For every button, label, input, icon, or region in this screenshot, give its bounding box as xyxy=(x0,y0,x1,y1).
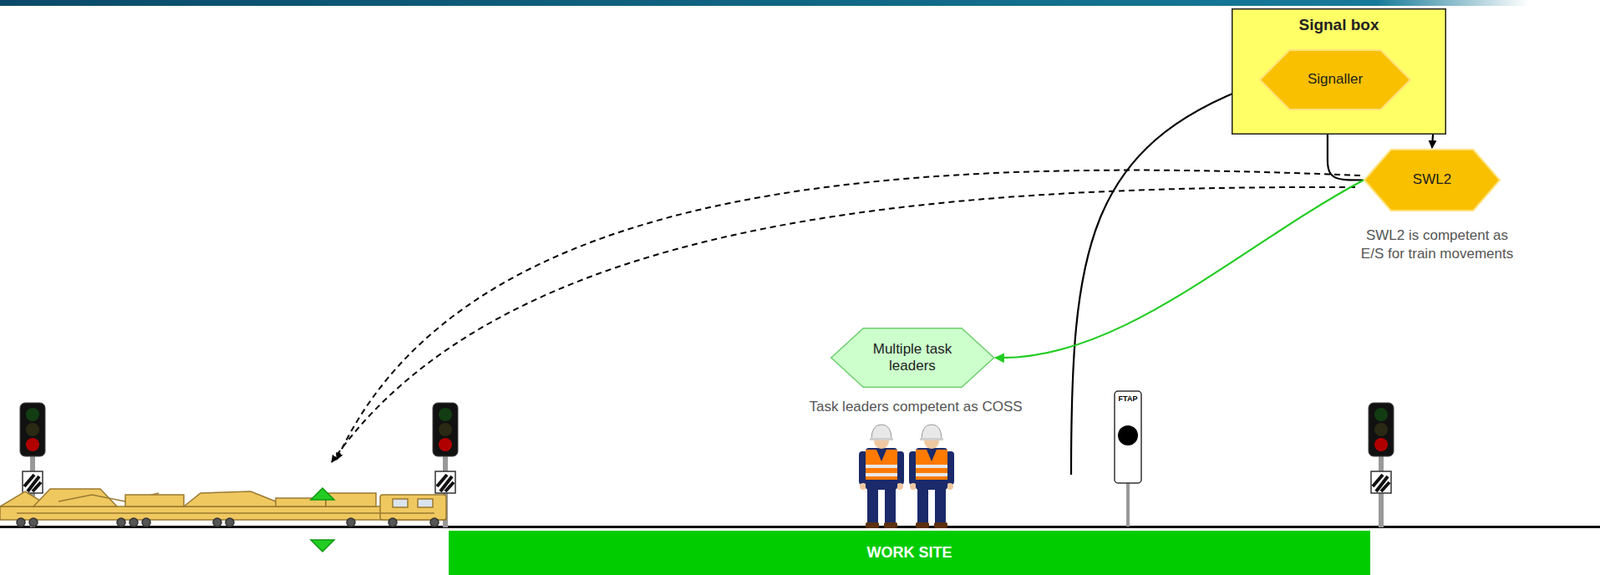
node-text: Multiple task leaders xyxy=(863,340,962,376)
competence-note: Task leaders competent as COSS xyxy=(785,397,1047,417)
track-machine xyxy=(0,487,447,552)
sign-text: FTAP xyxy=(1111,394,1145,405)
node-text: Signal box xyxy=(1298,15,1379,36)
node-shape xyxy=(448,530,1371,575)
node-shape xyxy=(831,328,995,388)
competence-note: SWL2 is competent as E/S for train movem… xyxy=(1353,226,1521,264)
work-site-band: WORK SITE xyxy=(448,530,1371,575)
signal xyxy=(1368,402,1394,528)
header-bar xyxy=(0,0,1529,6)
node-shape xyxy=(1232,9,1447,135)
dashed-arrow xyxy=(331,187,1356,463)
ftap-sign xyxy=(1114,391,1142,527)
worker xyxy=(858,424,905,529)
role-hexagon: Signaller xyxy=(1259,49,1412,111)
track-line xyxy=(0,525,1600,529)
node-text: Signaller xyxy=(1307,71,1363,88)
role-hexagon: Multiple task leaders xyxy=(830,327,995,388)
connector-arrow xyxy=(995,180,1364,359)
node-text: SWL2 xyxy=(1412,171,1452,188)
worker xyxy=(909,424,955,529)
dashed-arrow xyxy=(336,170,1361,460)
signal-box: Signal boxSignaller xyxy=(1231,8,1447,135)
request-arrow xyxy=(1071,84,1256,475)
node-shape xyxy=(1259,50,1411,110)
node-text: WORK SITE xyxy=(867,543,953,563)
role-hexagon: SWL2 xyxy=(1363,148,1501,212)
node-shape xyxy=(1364,149,1500,211)
